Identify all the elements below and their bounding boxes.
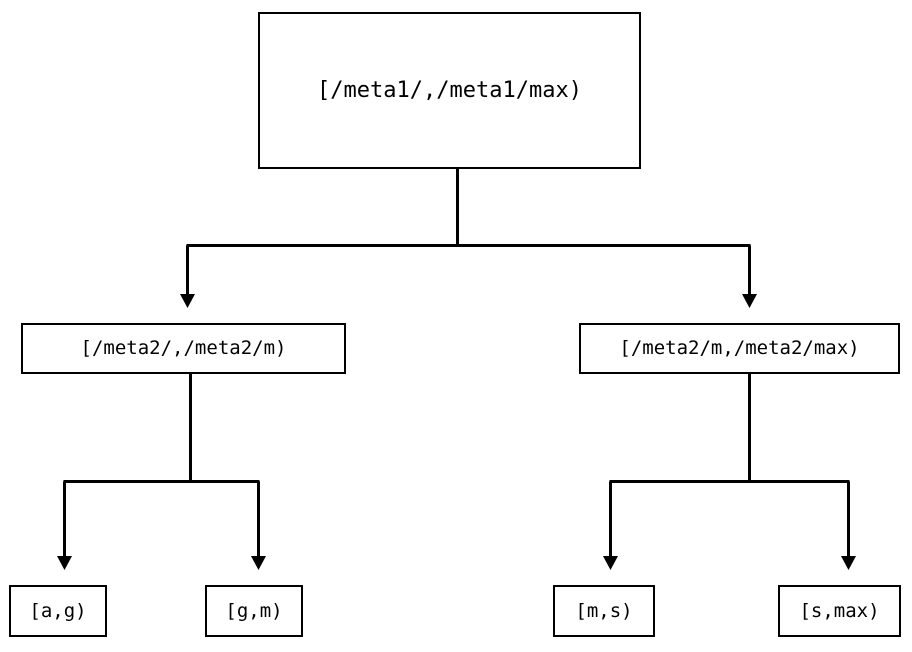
tree-node-root-label: [/meta1/,/meta1/max) xyxy=(317,77,582,103)
edge-mid-left-to-leaf-ag xyxy=(57,374,260,570)
edge-mid-right-to-leaf-ms xyxy=(603,374,850,570)
tree-node-leaf-gm-label: [g,m) xyxy=(225,599,283,622)
tree-node-leaf-smax-label: [s,max) xyxy=(799,599,880,622)
arrowhead-icon xyxy=(841,556,856,570)
tree-node-leaf-ag[interactable]: [a,g) xyxy=(9,585,107,637)
tree-node-mid-right-label: [/meta2/m,/meta2/max) xyxy=(619,337,860,359)
tree-node-leaf-gm[interactable]: [g,m) xyxy=(205,585,303,637)
edge-root-to-mid-right xyxy=(742,245,757,308)
tree-node-leaf-ms[interactable]: [m,s) xyxy=(553,585,655,637)
edge-mid-right-to-leaf-smax xyxy=(841,481,856,570)
tree-node-leaf-smax[interactable]: [s,max) xyxy=(778,585,901,637)
arrowhead-icon xyxy=(603,556,618,570)
tree-node-mid-right[interactable]: [/meta2/m,/meta2/max) xyxy=(579,323,900,374)
arrowhead-icon xyxy=(180,294,195,308)
arrowhead-icon xyxy=(57,556,72,570)
tree-node-root[interactable]: [/meta1/,/meta1/max) xyxy=(258,12,641,169)
edge-mid-left-to-leaf-gm xyxy=(251,481,266,570)
tree-node-mid-left[interactable]: [/meta2/,/meta2/m) xyxy=(21,323,346,374)
tree-node-leaf-ag-label: [a,g) xyxy=(29,599,87,622)
edge-root-to-mid-left xyxy=(180,169,751,308)
arrowhead-icon xyxy=(742,294,757,308)
tree-node-leaf-ms-label: [m,s) xyxy=(575,599,633,622)
arrowhead-icon xyxy=(251,556,266,570)
tree-node-mid-left-label: [/meta2/,/meta2/m) xyxy=(80,337,287,359)
